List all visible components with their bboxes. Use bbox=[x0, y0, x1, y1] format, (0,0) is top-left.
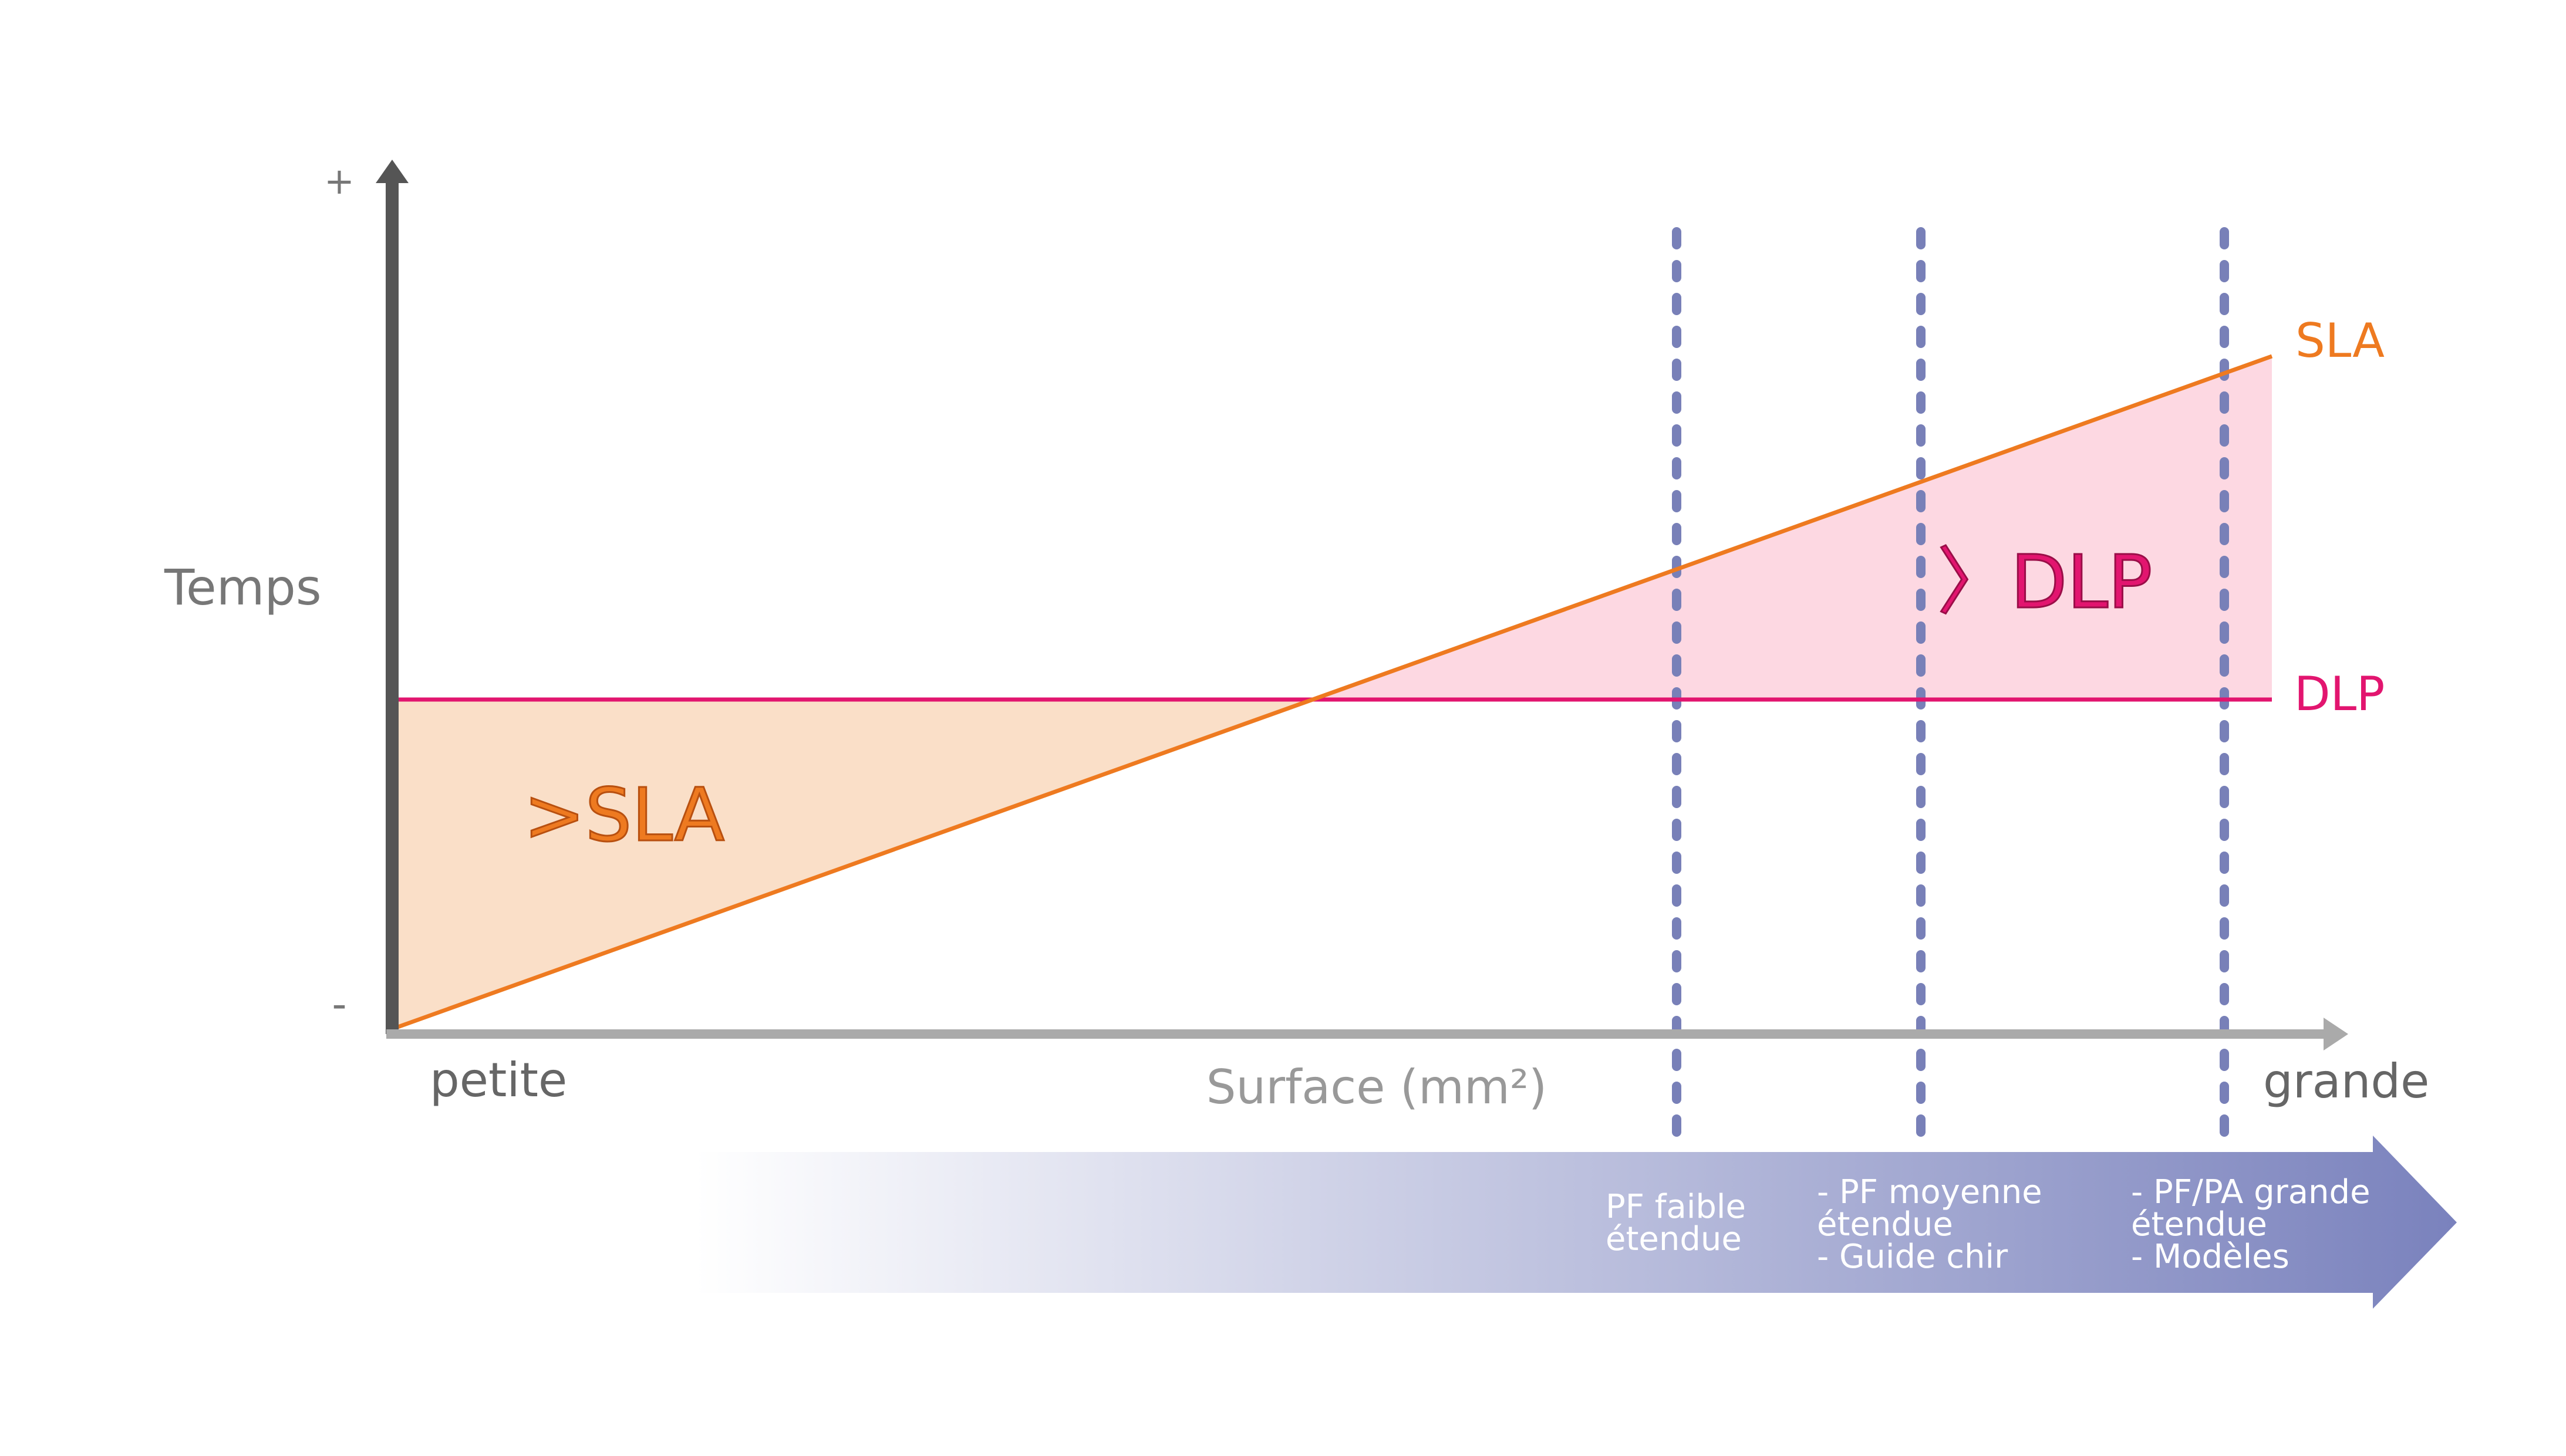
arrow-segment-3-line-3: - Modèles bbox=[2131, 1238, 2289, 1276]
arrow-segment-1: PF faible étendue bbox=[1606, 1188, 1756, 1258]
arrow-segment-3: - PF/PA grande étendue - Modèles bbox=[2131, 1173, 2380, 1276]
arrow-segment-3-line-1: - PF/PA grande bbox=[2131, 1173, 2371, 1211]
arrow-segment-2-line-2: étendue bbox=[1817, 1205, 1953, 1244]
y-axis-top-marker: + bbox=[324, 160, 355, 202]
y-axis-arrowhead bbox=[376, 160, 409, 183]
dlp-advantage-label: 〉DLP bbox=[1937, 540, 2152, 625]
arrow-segment-1-line-1: PF faible bbox=[1606, 1188, 1746, 1226]
y-axis-bottom-marker: - bbox=[332, 980, 346, 1028]
x-axis-arrowhead bbox=[2324, 1018, 2348, 1050]
sla-line bbox=[393, 354, 2273, 1031]
sla-line-label: SLA bbox=[2295, 313, 2385, 368]
arrow-segment-2: - PF moyenne étendue - Guide chir bbox=[1817, 1173, 2052, 1276]
surface-range-arrow bbox=[696, 1136, 2457, 1309]
x-axis-label: Surface (mm²) bbox=[1206, 1060, 1547, 1114]
y-axis-label: Temps bbox=[164, 559, 322, 616]
sla-advantage-label: >SLA bbox=[524, 773, 724, 858]
arrow-segment-1-line-2: étendue bbox=[1606, 1220, 1742, 1258]
arrow-segment-3-line-2: étendue bbox=[2131, 1205, 2267, 1244]
x-axis-left-label: petite bbox=[430, 1053, 567, 1107]
arrow-segment-2-line-3: - Guide chir bbox=[1817, 1238, 2008, 1276]
arrow-segment-2-line-1: - PF moyenne bbox=[1817, 1173, 2042, 1211]
x-axis-right-label: grande bbox=[2263, 1054, 2429, 1109]
dlp-line-label: DLP bbox=[2294, 667, 2385, 721]
